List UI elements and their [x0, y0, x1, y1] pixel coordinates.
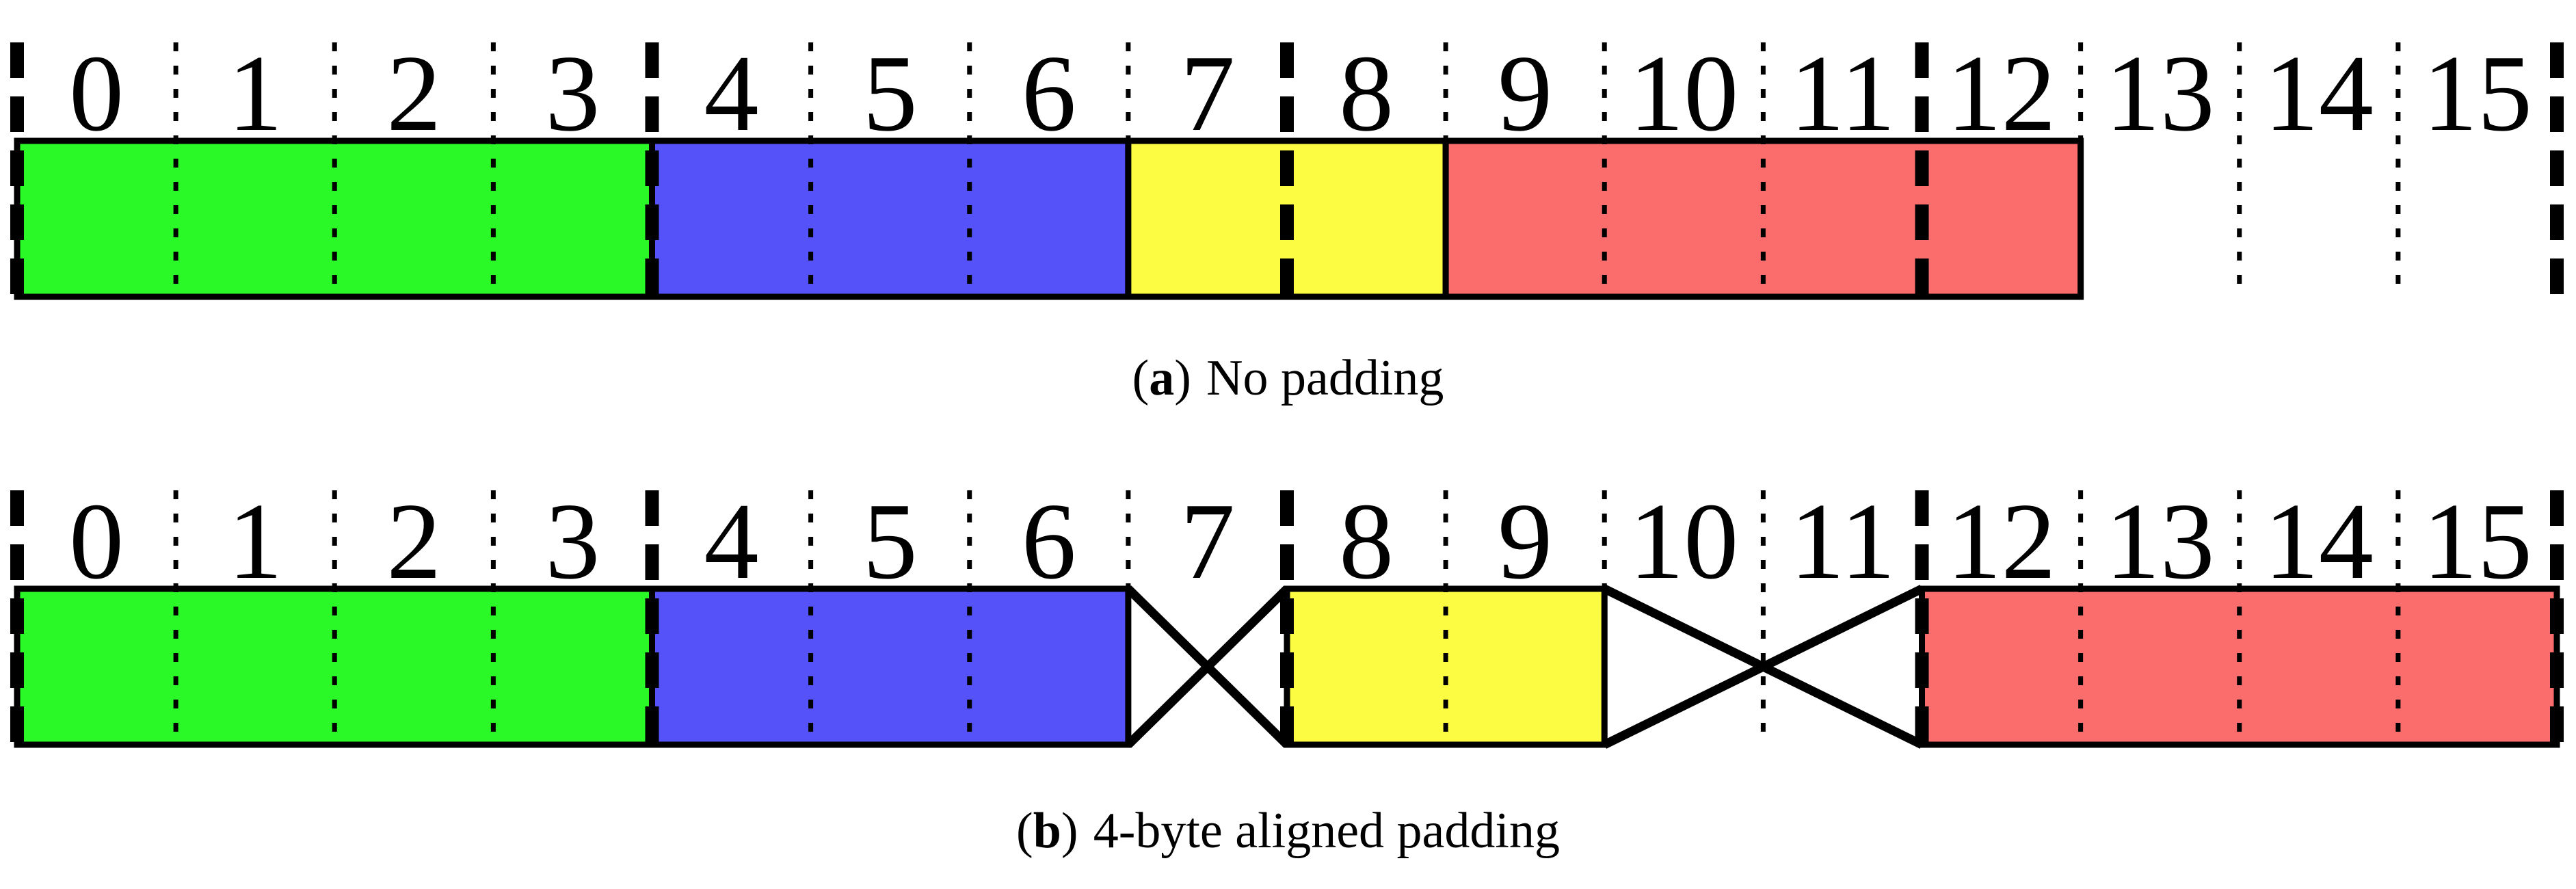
- caption-b-paren-close: ): [1061, 802, 1078, 859]
- byte-label: 5: [863, 41, 918, 154]
- byte-label: 2: [386, 489, 441, 602]
- byte-label: 2: [386, 41, 441, 154]
- byte-label: 14: [2264, 41, 2374, 154]
- diagram-a-caption: (a) No padding: [0, 341, 2576, 416]
- byte-label: 13: [2106, 41, 2215, 154]
- byte-label: 4: [704, 489, 759, 602]
- byte-label: 6: [1022, 489, 1076, 602]
- byte-label: 9: [1498, 489, 1552, 602]
- byte-label: 6: [1022, 41, 1076, 154]
- byte-label: 5: [863, 489, 918, 602]
- byte-label: 4: [704, 41, 759, 154]
- byte-label: 15: [2423, 489, 2532, 602]
- caption-a-paren-open: (: [1132, 349, 1150, 406]
- byte-label: 9: [1498, 41, 1552, 154]
- byte-label: 8: [1339, 489, 1394, 602]
- byte-label: 10: [1629, 489, 1738, 602]
- diagram-b-caption: (b) 4-byte aligned padding: [0, 793, 2576, 868]
- byte-label: 10: [1629, 41, 1738, 154]
- caption-a-paren-close: ): [1174, 349, 1191, 406]
- byte-label: 12: [1947, 489, 2056, 602]
- caption-a-text: No padding: [1206, 349, 1444, 406]
- byte-label: 3: [545, 489, 600, 602]
- blue-field: [649, 585, 1132, 748]
- byte-label: 3: [545, 41, 600, 154]
- byte-label: 7: [1180, 41, 1235, 154]
- caption-b-label: b: [1033, 802, 1061, 859]
- padding-cross-line: [1125, 585, 1290, 748]
- caption-a-label: a: [1149, 349, 1175, 406]
- byte-label: 15: [2423, 41, 2532, 154]
- byte-label: 1: [228, 489, 282, 602]
- byte-label: 7: [1180, 489, 1235, 602]
- byte-label: 0: [69, 489, 124, 602]
- caption-b-text: 4-byte aligned padding: [1093, 802, 1560, 859]
- byte-label: 8: [1339, 41, 1394, 154]
- byte-label: 11: [1790, 489, 1895, 602]
- blue-field: [649, 137, 1132, 300]
- caption-b-paren-open: (: [1016, 802, 1033, 859]
- byte-label: 0: [69, 41, 124, 154]
- byte-label: 12: [1947, 41, 2056, 154]
- byte-label: 1: [228, 41, 282, 154]
- padding-cross-line: [1602, 585, 1924, 749]
- byte-label: 14: [2264, 489, 2374, 602]
- byte-label: 13: [2106, 489, 2215, 602]
- byte-label: 11: [1790, 41, 1895, 154]
